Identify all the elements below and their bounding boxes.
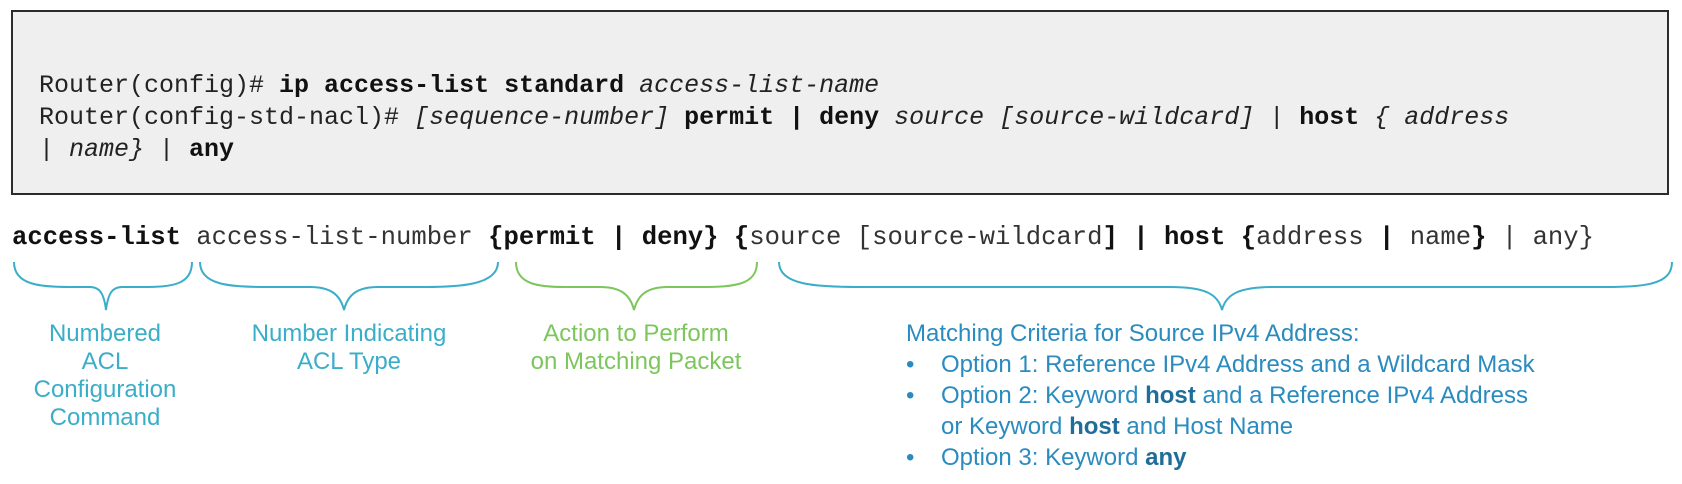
- cli-arg: access-list-name: [624, 71, 880, 100]
- cli-command-box: Router(config)# ip access-list standard …: [11, 10, 1669, 195]
- syntax-name: name: [1409, 223, 1472, 252]
- criteria-option-1: • Option 1: Reference IPv4 Address and a …: [906, 349, 1535, 380]
- matching-criteria: Matching Criteria for Source IPv4 Addres…: [906, 318, 1535, 473]
- bullet-icon: •: [906, 382, 915, 409]
- label-line: ACL: [81, 348, 129, 375]
- brace-source: [778, 261, 1673, 311]
- cli-any: any: [189, 135, 235, 164]
- syntax-command: access-list: [12, 223, 181, 252]
- cli-pipe: |: [39, 135, 70, 164]
- cli-seq: [sequence-number]: [414, 103, 670, 132]
- option-text: and a Reference IPv4 Address: [1195, 382, 1528, 409]
- label-line: Command: [49, 404, 161, 431]
- acl-syntax-line: access-list access-list-number {permit |…: [12, 219, 1594, 257]
- option-text: Option 3: Keyword: [941, 444, 1146, 471]
- syntax-any: | any}: [1486, 223, 1595, 252]
- bullet-icon: •: [906, 444, 915, 471]
- syntax-number: access-list-number: [180, 223, 489, 252]
- syntax-host: host: [1163, 223, 1226, 252]
- option-text: Option 2: Keyword: [941, 382, 1146, 409]
- option-text: and Host Name: [1119, 413, 1294, 440]
- syntax-bracket-pipe: ] |: [1102, 223, 1164, 252]
- cli-name: name}: [69, 135, 145, 164]
- label-line: Numbered: [48, 320, 162, 347]
- label-action: Action to Perform on Matching Packet: [500, 320, 772, 376]
- cli-line-3: | name} | any: [39, 135, 234, 165]
- bullet-icon: •: [906, 351, 915, 378]
- keyword-any: any: [1145, 444, 1187, 471]
- cli-line-2: Router(config-std-nacl)# [sequence-numbe…: [39, 103, 1509, 133]
- keyword-host: host: [1145, 382, 1196, 409]
- brace-number-type: [199, 261, 499, 311]
- label-line: Action to Perform: [543, 320, 729, 347]
- cli-prompt: Router(config-std-nacl)#: [39, 103, 415, 132]
- criteria-list: • Option 1: Reference IPv4 Address and a …: [906, 349, 1535, 473]
- syntax-brace-open: {: [718, 223, 750, 252]
- cli-action: permit | deny: [684, 103, 880, 132]
- syntax-close-brace: }: [1471, 223, 1487, 252]
- label-line: on Matching Packet: [530, 348, 742, 375]
- keyword-host: host: [1069, 413, 1120, 440]
- syntax-action: {permit | deny}: [488, 223, 719, 252]
- option-text: or Keyword: [941, 413, 1070, 440]
- option-text: Option 1: Reference IPv4 Address and a W…: [941, 351, 1535, 378]
- label-line: ACL Type: [296, 348, 402, 375]
- label-number-indicating-type: Number Indicating ACL Type: [200, 320, 498, 376]
- cli-host: host: [1299, 103, 1360, 132]
- criteria-option-2: • Option 2: Keyword host and a Reference …: [906, 380, 1535, 442]
- cli-prompt: Router(config)#: [39, 71, 280, 100]
- criteria-option-3: • Option 3: Keyword any: [906, 442, 1535, 473]
- label-line: Number Indicating: [251, 320, 447, 347]
- brace-numbered: [13, 261, 193, 311]
- cli-pipe: |: [1254, 103, 1300, 132]
- brace-action: [515, 261, 758, 311]
- cli-source: source [source-wildcard]: [879, 103, 1255, 132]
- cli-line-1: Router(config)# ip access-list standard …: [39, 71, 879, 101]
- cli-command: ip access-list standard: [279, 71, 625, 100]
- cli-pipe: |: [144, 135, 190, 164]
- syntax-pipe: |: [1363, 223, 1410, 252]
- label-numbered-acl-command: Numbered ACL Configuration Command: [14, 320, 196, 432]
- syntax-host-brace: {: [1225, 223, 1257, 252]
- label-line: Configuration: [33, 376, 177, 403]
- syntax-address: address: [1256, 223, 1364, 252]
- cli-address: { address: [1359, 103, 1510, 132]
- criteria-title: Matching Criteria for Source IPv4 Addres…: [906, 320, 1360, 347]
- syntax-source: source [source-wildcard: [749, 223, 1103, 252]
